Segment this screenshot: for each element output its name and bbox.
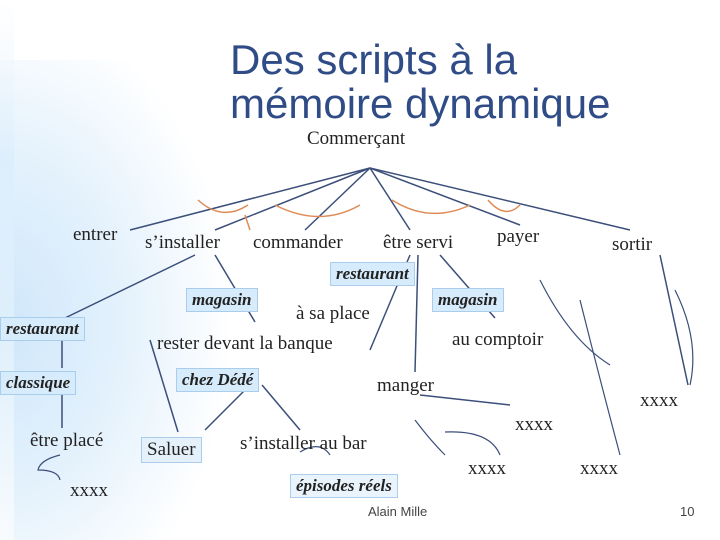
- node-xxxx-bar: xxxx: [468, 458, 506, 479]
- footer-author: Alain Mille: [368, 504, 428, 519]
- step-installer: s’installer: [145, 232, 220, 253]
- link-servi-manger: [414, 254, 419, 373]
- slide-title: Des scripts à la mémoire dynamique: [230, 38, 611, 126]
- seq-arrow-2: [274, 204, 361, 218]
- step-sortir: sortir: [612, 234, 653, 255]
- link-root-etreservi: [369, 167, 411, 231]
- background-edge: [0, 0, 14, 540]
- node-xxxx-servi: xxxx: [580, 458, 618, 479]
- node-a-sa-place: à sa place: [296, 303, 370, 324]
- seq-arrow-3: [391, 199, 471, 215]
- seq-arrow-4: [487, 199, 521, 213]
- context-classique: classique: [0, 371, 77, 395]
- link-manger-xxxx: [419, 394, 511, 406]
- link-root-installer: [214, 167, 371, 231]
- node-xxxx-manger: xxxx: [515, 414, 553, 435]
- context-chez-dede: chez Dédé: [176, 368, 260, 392]
- link-root-sortir: [369, 167, 631, 231]
- link-root-entrer: [129, 167, 371, 231]
- node-installer-bar: s’installer au bar: [240, 433, 367, 454]
- brace-bar: [299, 446, 331, 456]
- link-root-commander: [304, 167, 371, 231]
- brace-etreplace: [37, 454, 61, 481]
- step-commander: commander: [253, 232, 343, 253]
- node-etre-place: être placé: [30, 430, 104, 451]
- step-etre-servi: être servi: [383, 232, 454, 253]
- node-rester-banque: rester devant la banque: [157, 333, 333, 354]
- node-xxxx-sortir: xxxx: [640, 390, 678, 411]
- link-installer-restaurant: [64, 254, 196, 319]
- node-saluer: Saluer: [141, 437, 202, 463]
- brace-episodes: [414, 419, 446, 456]
- seq-arrow-1: [197, 199, 249, 214]
- node-au-comptoir: au comptoir: [452, 329, 544, 350]
- link-classique-saluer: [149, 339, 179, 433]
- link-sortir-xxxx: [659, 254, 689, 386]
- brace-sortir: [674, 289, 694, 386]
- link-root-payer: [369, 167, 521, 226]
- title-line-1: Des scripts à la: [230, 36, 518, 83]
- brace-xxxx3: [444, 431, 501, 456]
- context-magasin-right: magasin: [432, 288, 504, 312]
- title-line-2: mémoire dynamique: [230, 80, 611, 127]
- node-manger: manger: [377, 375, 434, 396]
- root-node: Commerçant: [307, 128, 406, 149]
- seq-arrow-5: [244, 214, 251, 231]
- link-dede-bar: [261, 384, 301, 431]
- page-number: 10: [680, 504, 695, 519]
- brace-servi: [539, 279, 611, 366]
- brace-xxxx4: [579, 299, 621, 456]
- node-xxxx-etre-place: xxxx: [70, 480, 108, 501]
- context-restaurant-top: restaurant: [330, 262, 415, 286]
- context-magasin-left: magasin: [186, 288, 258, 312]
- step-payer: payer: [497, 226, 540, 247]
- context-episodes-reels: épisodes réels: [290, 474, 398, 498]
- context-restaurant-left: restaurant: [0, 317, 85, 341]
- step-entrer: entrer: [73, 224, 118, 245]
- link-dede-saluer: [204, 384, 251, 431]
